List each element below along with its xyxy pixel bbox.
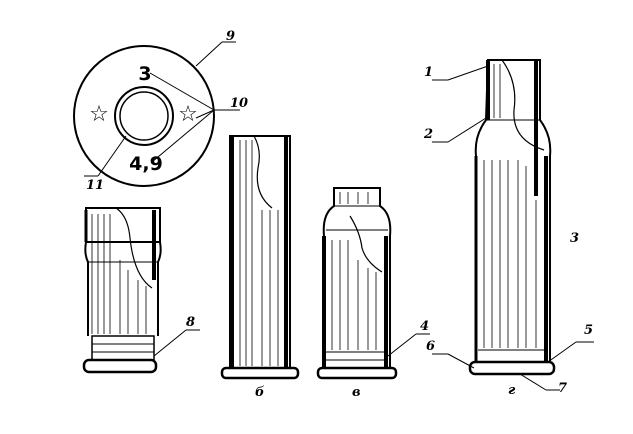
callout-9: 9	[226, 29, 235, 44]
head-stamp-disc: 3 4,9 ☆ ☆	[73, 45, 215, 187]
callout-6: 6	[426, 339, 435, 354]
case-bottleneck	[316, 187, 430, 380]
callout-5: 5	[584, 323, 593, 338]
star-right-icon: ☆	[178, 102, 198, 127]
callout-8: 8	[186, 315, 195, 330]
disc-leaders	[84, 41, 240, 177]
part-letter-b: б	[255, 385, 265, 400]
head-stamp-top-mark: 3	[138, 63, 151, 85]
callout-10: 10	[230, 96, 248, 111]
case-short-necked	[82, 207, 200, 374]
head-stamp-bottom-mark: 4,9	[129, 153, 163, 175]
part-letter-g: г	[508, 383, 516, 398]
part-letter-v: в	[352, 385, 361, 400]
case-rifle-tall	[432, 59, 594, 391]
callout-7: 7	[558, 381, 567, 396]
star-left-icon: ☆	[89, 102, 109, 127]
callout-2: 2	[423, 127, 433, 142]
callout-1: 1	[424, 65, 433, 80]
callout-4: 4	[420, 319, 429, 334]
callout-3: 3	[570, 231, 579, 246]
callout-11: 11	[86, 178, 104, 193]
case-straight-tall	[220, 135, 300, 380]
